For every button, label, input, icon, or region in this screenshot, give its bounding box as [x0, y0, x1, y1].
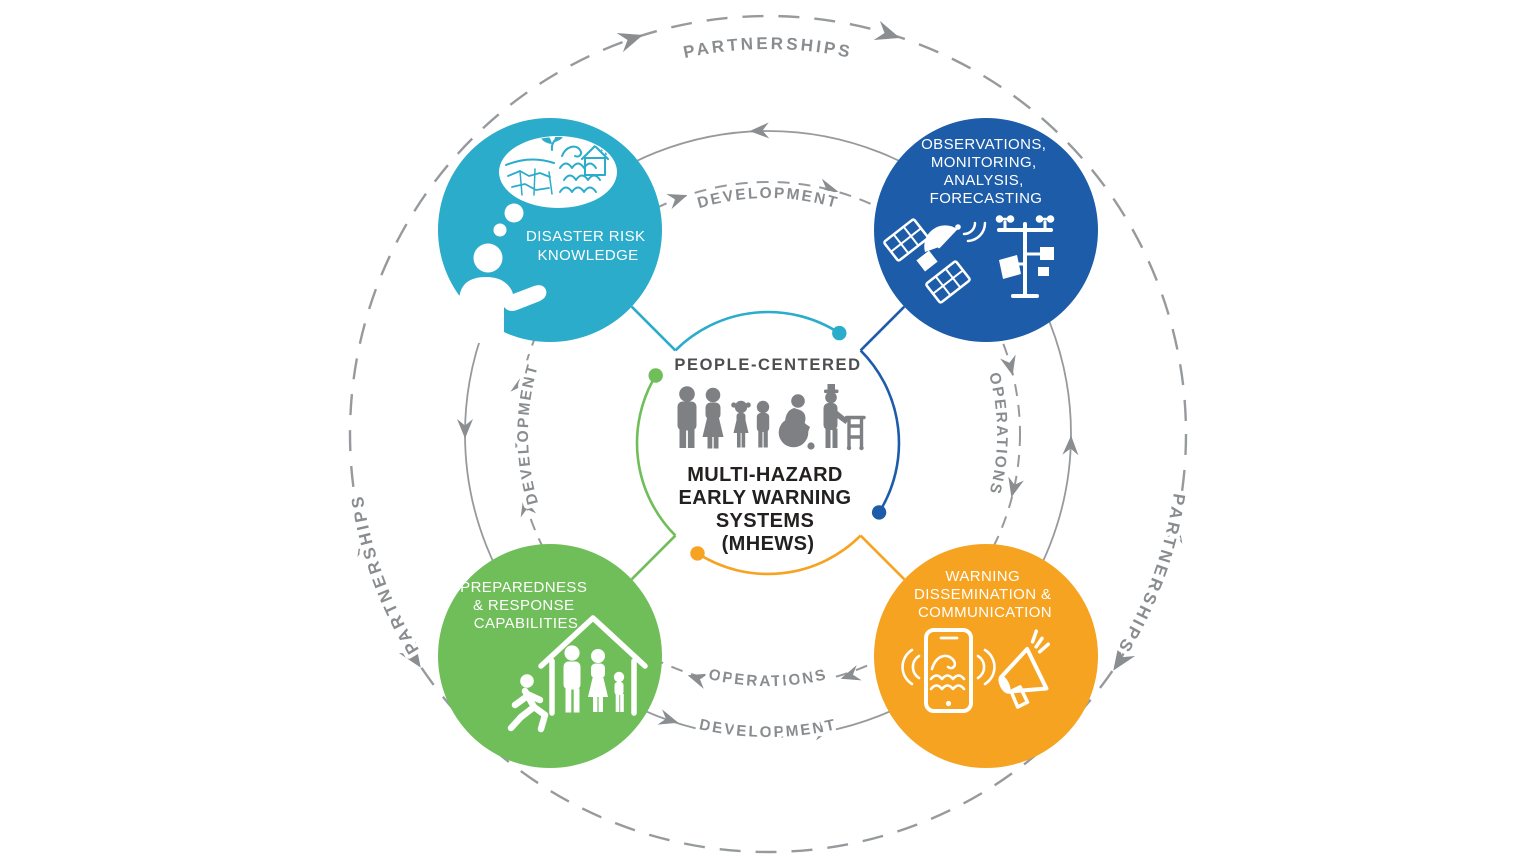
thought-dot-icon	[504, 203, 524, 223]
outer-ring-arrows	[357, 20, 1183, 671]
solid-ring-arrows	[457, 122, 1079, 741]
people-group-icon	[677, 384, 866, 451]
arrow-icon	[873, 20, 900, 40]
partnerships-label-top: PARTNERSHIPS	[682, 34, 855, 62]
arrow-icon	[1062, 435, 1079, 456]
hub-dot-green	[648, 368, 663, 383]
thought-dot-icon	[493, 223, 507, 237]
thinking-person-icon	[459, 243, 547, 343]
development-label-text: DEVELOPMENT	[694, 712, 841, 745]
partnerships-label-text: PARTNERSHIPS	[343, 488, 423, 661]
center-hub: PEOPLE-CENTERED	[630, 305, 906, 581]
inner-ring-arrows	[510, 178, 1024, 689]
hub-arc-orange	[696, 534, 862, 576]
hub-dot-cyan	[832, 325, 847, 341]
outer-partnerships-ring	[348, 14, 1188, 854]
girl-icon	[731, 400, 751, 448]
arrow-icon	[616, 33, 643, 53]
observations-circle-bg	[874, 118, 1098, 342]
observations-label: OBSERVATIONS, MONITORING, ANALYSIS, FORE…	[921, 136, 1051, 207]
partnerships-label-text: PARTNERSHIPS	[678, 30, 856, 66]
center-title-line: MULTI-HAZARD	[687, 464, 843, 486]
inner-dashed-ring	[515, 181, 1021, 687]
connector-warning	[859, 534, 906, 581]
elderly-with-walker-icon	[823, 384, 866, 451]
center-title: MULTI-HAZARD EARLY WARNING SYSTEMS (MHEW…	[679, 464, 858, 555]
preparedness-circle: PREPAREDNESS & RESPONSE CAPABILITIES	[438, 544, 662, 768]
satellite-icon	[883, 218, 987, 304]
arrow-icon	[1162, 517, 1183, 544]
megaphone-icon	[998, 629, 1050, 709]
arrow-icon	[357, 530, 377, 558]
arrow-icon	[817, 178, 839, 195]
disaster-risk-label: DISASTER RISK KNOWLEDGE	[526, 228, 650, 264]
operations-label-text: OPERATIONS	[981, 367, 1012, 501]
arrow-icon	[840, 665, 862, 681]
wheelchair-person-icon	[778, 394, 815, 450]
hub-dot-blue	[871, 505, 887, 520]
center-title-line: (MHEWS)	[722, 533, 815, 555]
arrow-icon	[457, 419, 473, 439]
hub-arc-blue	[859, 349, 901, 514]
thought-bubble-hazard-icon	[493, 136, 617, 237]
arrow-icon	[1008, 476, 1024, 498]
partnerships-label-text: PARTNERSHIPS	[1109, 488, 1189, 661]
arrow-icon	[687, 673, 709, 689]
operations-label-bottom: OPERATIONS	[707, 666, 829, 690]
operations-label-text: OPERATIONS	[703, 662, 831, 694]
arrow-icon	[1113, 644, 1136, 671]
arrow-icon	[666, 193, 688, 210]
woman-icon	[702, 387, 724, 449]
arrow-icon	[749, 122, 770, 139]
house-family-icon	[538, 615, 648, 716]
hub-arc-cyan	[674, 310, 841, 352]
arrow-icon	[510, 374, 526, 396]
running-person-icon	[507, 674, 549, 733]
arrow-icon	[520, 496, 537, 518]
boy-icon	[756, 400, 770, 448]
arrow-icon	[812, 724, 834, 741]
center-title-line: SYSTEMS	[716, 510, 814, 532]
development-label-text: DEVELOPMENT	[691, 181, 842, 216]
operations-label-right: OPERATIONS	[985, 371, 1010, 497]
arrow-icon	[1000, 354, 1016, 376]
center-title-line: EARLY WARNING	[679, 487, 852, 509]
connector-observations	[859, 305, 906, 352]
disaster-risk-knowledge-circle: DISASTER RISK KNOWLEDGE	[438, 118, 662, 343]
preparedness-label: PREPAREDNESS & RESPONSE CAPABILITIES	[460, 579, 592, 632]
man-icon	[677, 386, 697, 448]
connector-preparedness	[630, 534, 677, 581]
hub-dot-orange	[690, 546, 705, 561]
connector-disaster-risk	[630, 305, 677, 352]
warning-dissemination-circle: WARNING DISSEMINATION & COMMUNICATION	[874, 544, 1098, 768]
partnerships-label-lower-left: PARTNERSHIPS	[347, 492, 422, 657]
hub-arc-green	[635, 374, 677, 537]
development-label-solid-bottom: DEVELOPMENT	[698, 716, 839, 741]
people-centered-label: PEOPLE-CENTERED	[674, 356, 861, 374]
development-label-top: DEVELOPMENT	[695, 185, 840, 212]
partnerships-label-lower-right: PARTNERSHIPS	[1113, 492, 1188, 657]
observations-circle: OBSERVATIONS, MONITORING, ANALYSIS, FORE…	[874, 118, 1098, 342]
arrow-icon	[398, 641, 421, 668]
warning-label: WARNING DISSEMINATION & COMMUNICATION	[914, 568, 1056, 621]
arrow-icon	[657, 709, 679, 725]
weather-station-icon	[995, 215, 1055, 298]
alert-phone-icon	[901, 628, 996, 713]
